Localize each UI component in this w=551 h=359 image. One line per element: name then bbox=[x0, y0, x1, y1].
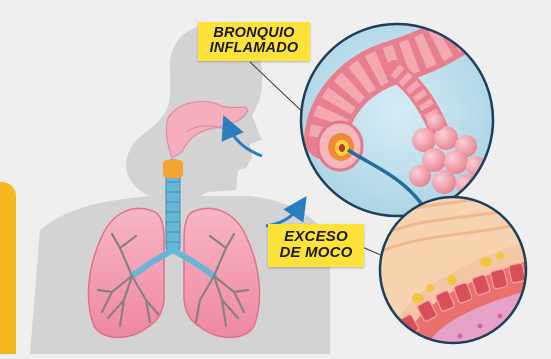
label-excess-mucus-line2: DE MOCO bbox=[270, 245, 362, 261]
label-inflamed-bronchus-line1: BRONQUIO bbox=[200, 26, 308, 41]
left-accent-bar bbox=[0, 182, 16, 354]
label-excess-mucus-line1: EXCESO bbox=[270, 229, 362, 245]
zoom-bronchus-circle bbox=[301, 24, 493, 216]
label-inflamed-bronchus-line2: INFLAMADO bbox=[200, 41, 308, 56]
bronchus-cross-section bbox=[318, 122, 362, 170]
label-inflamed-bronchus: BRONQUIO INFLAMADO bbox=[198, 22, 310, 61]
trachea bbox=[163, 160, 183, 252]
label-excess-mucus: EXCESO DE MOCO bbox=[268, 224, 364, 267]
